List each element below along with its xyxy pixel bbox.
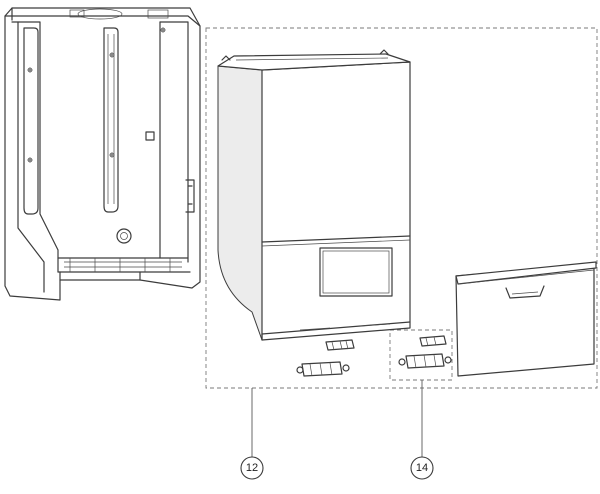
callout-14: 14 (410, 380, 434, 480)
callout-label-12: 12 (246, 462, 258, 474)
clip-pair-left (296, 339, 355, 377)
callout-12: 12 (240, 388, 264, 480)
access-flap (455, 261, 597, 377)
callout-circle-14 (410, 456, 434, 480)
callout-circle-12 (240, 456, 264, 480)
assembly-boundary (205, 27, 598, 389)
clip-set (398, 335, 452, 369)
front-cover (217, 49, 411, 341)
boiler-chassis (4, 7, 201, 301)
callout-label-14: 14 (416, 462, 428, 474)
